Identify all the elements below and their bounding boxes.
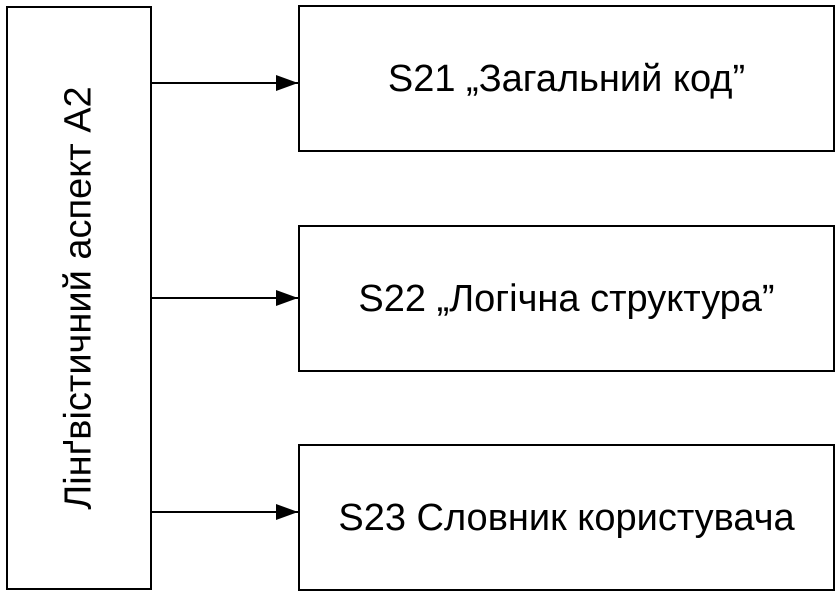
target-box-s23: S23 Словник користувача <box>298 444 835 591</box>
target-box-s22: S22 „Логічна структура” <box>298 225 835 372</box>
target-box-s23-label: S23 Словник користувача <box>338 496 795 539</box>
target-box-s22-label: S22 „Логічна структура” <box>358 277 775 320</box>
target-box-s21: S21 „Загальний код” <box>298 5 835 152</box>
source-box-linguistic-aspect: Лінґвістичний аспект А2 <box>6 6 152 590</box>
target-box-s21-label: S21 „Загальний код” <box>387 57 746 100</box>
source-box-label: Лінґвістичний аспект А2 <box>58 86 101 510</box>
